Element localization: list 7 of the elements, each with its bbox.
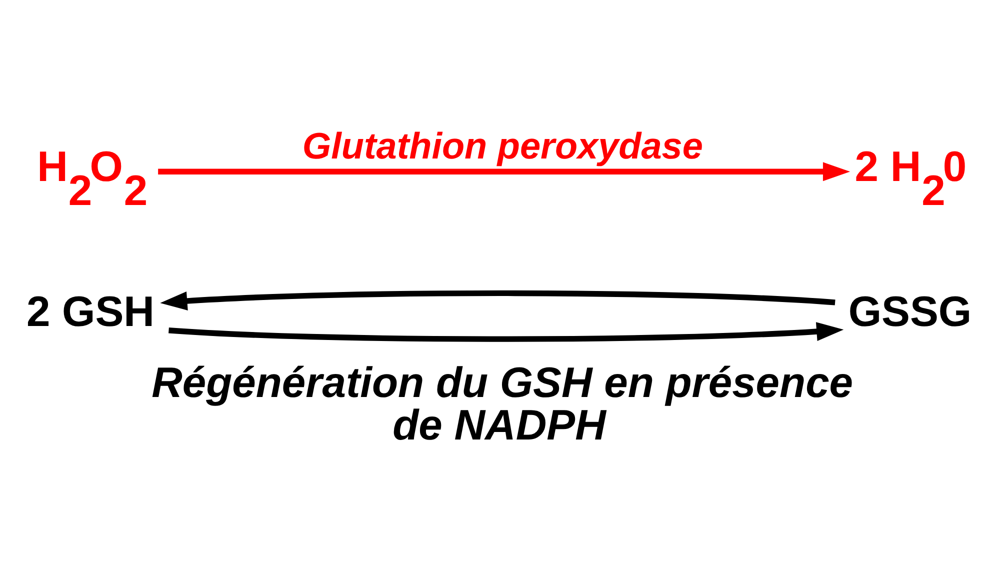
arrow (160, 290, 836, 310)
arrow (168, 322, 844, 342)
caption: Régénération du GSH en présence de NADPH (152, 358, 854, 450)
arrow (158, 162, 850, 181)
edge-label: Glutathion peroxydase (302, 125, 703, 166)
node-text: 2 GSH (26, 287, 154, 336)
node-text: GSSG (848, 287, 972, 336)
